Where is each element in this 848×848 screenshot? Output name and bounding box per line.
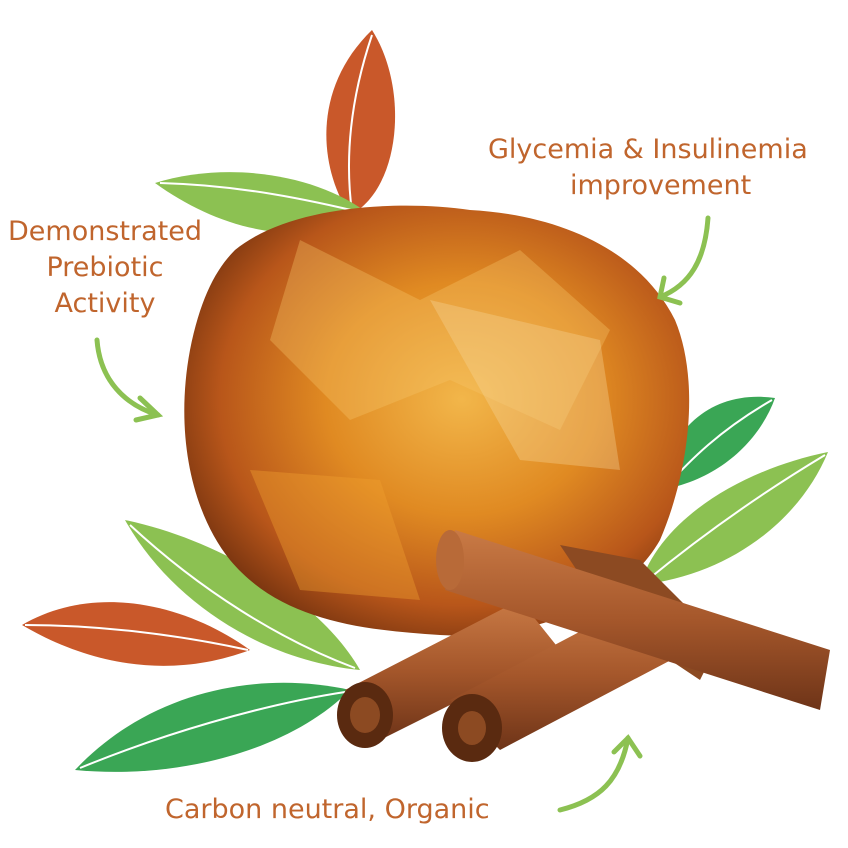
leaf-left-lightgreen — [125, 520, 360, 670]
arrow-glycemia — [657, 215, 711, 300]
arrow-prebiotic — [94, 337, 161, 418]
arrow-prebiotic-head — [133, 395, 164, 423]
leaf-left-orange — [22, 602, 250, 666]
leaf-top-orange — [326, 30, 396, 215]
cinnamon-sticks — [337, 530, 830, 762]
prebiotic-line-1: Demonstrated — [8, 216, 202, 247]
prebiotic-line-3: Activity — [54, 288, 156, 319]
prebiotic-line-2: Prebiotic — [46, 252, 164, 283]
glycemia-line-1: Glycemia & Insulinemia — [488, 134, 808, 165]
arrow-carbon-head — [611, 734, 643, 759]
glycemia-label: Glycemia & Insulinemia improvement — [488, 132, 848, 204]
arrows — [94, 215, 711, 813]
glycemia-line-2: improvement — [570, 170, 752, 201]
leaf-bottom-green — [75, 682, 350, 772]
arrow-carbon — [557, 735, 631, 813]
carbon-label: Carbon neutral, Organic — [165, 794, 490, 825]
arrow-glycemia-head — [657, 275, 683, 306]
amber-resin-chunk — [184, 205, 690, 636]
prebiotic-label: Demonstrated Prebiotic Activity — [0, 214, 230, 322]
